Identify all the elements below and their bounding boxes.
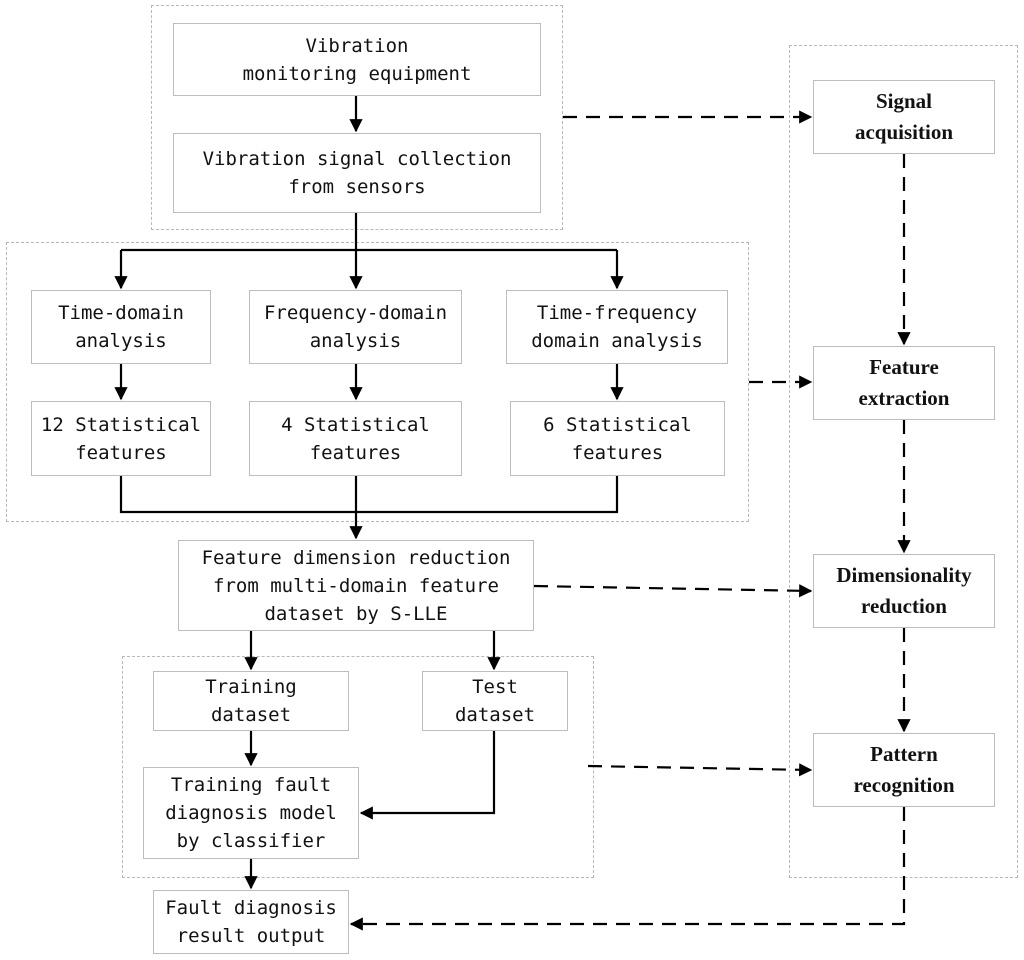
test-dataset-label: Test dataset xyxy=(454,676,536,726)
signal-collection-box: Vibration signal collection from sensors xyxy=(173,133,541,213)
vibration-equipment-box: Vibration monitoring equipment xyxy=(173,23,541,96)
features-6-label: 6 Statistical features xyxy=(543,413,692,464)
time-frequency-label: Time-frequency domain analysis xyxy=(531,302,703,352)
feature-extraction-stage: Feature extraction xyxy=(813,346,995,420)
time-frequency-box: Time-frequency domain analysis xyxy=(506,290,728,364)
line-merge-features xyxy=(119,476,619,514)
signal-acquisition-label: Signal acquisition xyxy=(854,89,954,144)
dimensionality-reduction-label: Dimensionality reduction xyxy=(836,563,972,618)
training-model-label: Training fault diagnosis model by classi… xyxy=(165,774,337,852)
vibration-equipment-label: Vibration monitoring equipment xyxy=(242,34,472,85)
features-12-label: 12 Statistical features xyxy=(40,413,202,464)
features-4-label: 4 Statistical features xyxy=(281,413,430,464)
dimension-reduction-box: Feature dimension reduction from multi-d… xyxy=(178,540,534,631)
signal-collection-label: Vibration signal collection from sensors xyxy=(202,148,512,198)
features-12-box: 12 Statistical features xyxy=(31,401,211,476)
dashed-reduction-to-stage xyxy=(533,584,813,598)
feature-extraction-group xyxy=(6,242,749,522)
test-dataset-box: Test dataset xyxy=(422,671,568,731)
pattern-recognition-label: Pattern recognition xyxy=(853,742,955,797)
training-dataset-box: Training dataset xyxy=(153,671,349,731)
feature-extraction-label: Feature extraction xyxy=(858,355,950,410)
features-4-box: 4 Statistical features xyxy=(249,401,462,476)
features-6-box: 6 Statistical features xyxy=(510,401,725,476)
time-domain-label: Time-domain analysis xyxy=(58,302,184,352)
frequency-domain-label: Frequency-domain analysis xyxy=(263,302,448,352)
frequency-domain-box: Frequency-domain analysis xyxy=(249,290,462,364)
training-dataset-label: Training dataset xyxy=(205,676,297,726)
arrow-test-to-model xyxy=(359,731,496,820)
training-model-box: Training fault diagnosis model by classi… xyxy=(143,767,359,859)
result-output-label: Fault diagnosis result output xyxy=(165,897,337,947)
result-output-box: Fault diagnosis result output xyxy=(153,890,349,954)
time-domain-box: Time-domain analysis xyxy=(31,290,211,364)
dashed-recognition-to-stage xyxy=(587,763,813,777)
dimensionality-reduction-stage: Dimensionality reduction xyxy=(813,554,995,628)
dimension-reduction-label: Feature dimension reduction from multi-d… xyxy=(201,546,511,625)
dashed-recognition-to-output xyxy=(349,807,906,931)
pattern-recognition-stage: Pattern recognition xyxy=(813,733,995,807)
signal-acquisition-stage: Signal acquisition xyxy=(813,80,995,154)
